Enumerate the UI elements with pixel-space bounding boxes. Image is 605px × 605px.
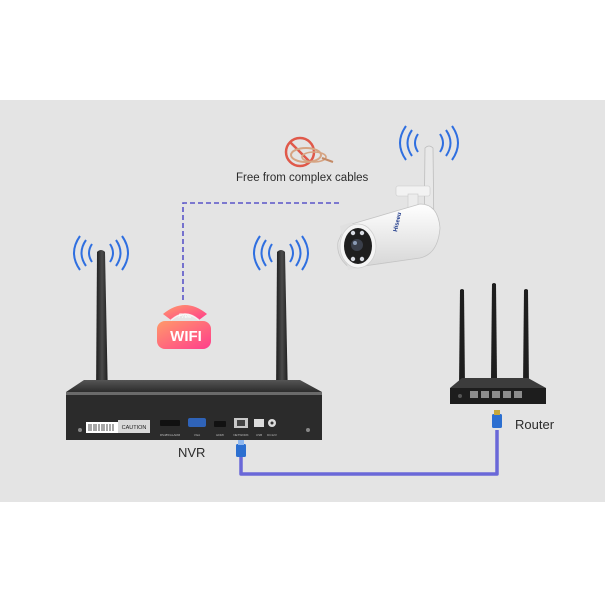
nvr-right-signal-icon: [253, 235, 309, 271]
hdmi-port: [214, 421, 226, 427]
camera-signal-icon: [399, 125, 459, 161]
caption-text: Free from complex cables: [236, 172, 369, 184]
port-label-usb: USB: [256, 433, 262, 437]
wireless-link-dashed: [182, 202, 340, 300]
port-label-network: NETWORK: [233, 433, 248, 437]
router-label: Router: [515, 417, 555, 432]
bullet-camera: Hiseeu: [337, 145, 441, 270]
vga-port: [188, 418, 206, 427]
rj45-plug-nvr: [236, 440, 246, 457]
port-label-rs485: RS485/ALARM: [160, 433, 181, 437]
wifi-badge: WIFI Free: [157, 305, 211, 349]
nvr-left-signal-icon: [73, 235, 129, 271]
rj45-plug-router: [492, 410, 502, 428]
port-label-dc12v: DC12V: [267, 433, 277, 437]
port-label-hdmi: HDMI: [216, 433, 224, 437]
ethernet-cable: [239, 430, 499, 476]
usb-port: [254, 419, 264, 427]
no-cable-icon: [284, 136, 334, 168]
caution-sticker-text: CAUTION: [122, 425, 147, 431]
router-device: [450, 283, 546, 404]
port-label-vga: VGA: [194, 433, 200, 437]
nvr-device: CAUTION RS485/ALARM VGA HDMI NETWORK USB…: [66, 380, 322, 440]
rs485-port: [160, 420, 180, 426]
wifi-badge-text: WIFI: [170, 328, 202, 345]
camera-brand-logo: Hiseeu: [393, 212, 403, 233]
nvr-label: NVR: [178, 445, 206, 460]
wifi-badge-free-text: Free: [178, 313, 192, 320]
